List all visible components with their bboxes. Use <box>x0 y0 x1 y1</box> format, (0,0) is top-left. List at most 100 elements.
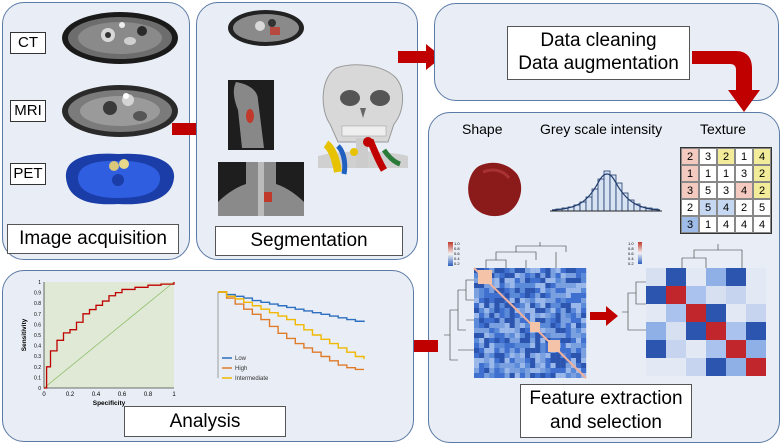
heatmap-cell <box>504 278 510 283</box>
heatmap-cell <box>555 268 561 273</box>
heatmap-cell <box>494 338 500 343</box>
heatmap-cell <box>565 278 571 283</box>
heatmap-cell <box>525 283 531 288</box>
heatmap-cell <box>666 268 686 286</box>
heatmap-cell <box>565 323 571 328</box>
heatmap-cell <box>530 353 536 358</box>
heatmap-cell <box>494 323 500 328</box>
heatmap-cell <box>570 308 576 313</box>
heatmap-cell <box>746 286 766 304</box>
heatmap-cell <box>576 358 582 363</box>
heatmap-cell <box>535 373 541 378</box>
heatmap-cell <box>479 368 485 373</box>
heatmap-cell <box>525 288 531 293</box>
heatmap-cell <box>479 363 485 368</box>
heatmap-cell <box>550 273 556 278</box>
heatmap-cell <box>560 348 566 353</box>
heatmap-cell <box>555 303 561 308</box>
segmentation-3d-skull-render <box>318 64 408 175</box>
heatmap-cell <box>545 333 551 338</box>
texture-matrix-cell: 2 <box>753 182 771 199</box>
heatmap-cell <box>514 328 520 333</box>
heatmap-cell <box>550 283 556 288</box>
heatmap-cell <box>504 288 510 293</box>
heatmap-cell <box>530 273 536 278</box>
heatmap-cell <box>646 268 666 286</box>
heatmap-cell <box>504 318 510 323</box>
roc-x-tick: 1 <box>172 392 176 398</box>
roc-y-tick: 0 <box>38 386 41 392</box>
feature-extraction-title: Feature extraction and selection <box>520 384 692 438</box>
heatmap-cell <box>474 373 480 378</box>
heatmap-cell <box>509 308 515 313</box>
heatmap-cell <box>581 333 587 338</box>
heatmap-cell <box>646 340 666 358</box>
heatmap-cell <box>479 288 485 293</box>
heatmap-cell <box>514 373 520 378</box>
ct-scan-image <box>62 12 178 64</box>
heatmap-cell <box>545 328 551 333</box>
heatmap-cell <box>474 288 480 293</box>
heatmap-cell <box>489 353 495 358</box>
heatmap-cell <box>581 273 587 278</box>
heatmap-cell <box>560 343 566 348</box>
heatmap1-scale-tick: 0.8 <box>454 246 460 251</box>
heatmap-cell <box>484 368 490 373</box>
heatmap-cell <box>525 328 531 333</box>
heatmap2-scale-tick: 0.6 <box>628 251 634 256</box>
heatmap-cell <box>535 343 541 348</box>
heatmap-cell <box>494 313 500 318</box>
heatmap-cell <box>545 318 551 323</box>
heatmap-cell <box>570 268 576 273</box>
heatmap-cell <box>514 358 520 363</box>
heatmap-cell <box>494 368 500 373</box>
roc-x-tick: 0.6 <box>118 392 127 398</box>
heatmap-cell <box>525 348 531 353</box>
heatmap-cell <box>489 298 495 303</box>
heatmap-cell <box>540 308 546 313</box>
feature-category-shape: Shape <box>462 121 503 137</box>
heatmap-cell <box>570 333 576 338</box>
heatmap-cell <box>489 338 495 343</box>
heatmap-cell <box>484 333 490 338</box>
heatmap-cell <box>509 333 515 338</box>
texture-matrix-cell: 2 <box>717 148 735 165</box>
heatmap-cell <box>576 363 582 368</box>
heatmap-cell <box>560 313 566 318</box>
heatmap-cell <box>565 308 571 313</box>
heatmap-cell <box>535 293 541 298</box>
heatmap-cell <box>686 304 706 322</box>
heatmap-cell <box>504 348 510 353</box>
heatmap-cell <box>560 288 566 293</box>
heatmap-cell <box>484 348 490 353</box>
heatmap-cell <box>504 373 510 378</box>
heatmap-cell <box>726 268 746 286</box>
heatmap-cell <box>570 358 576 363</box>
heatmap-cell <box>474 358 480 363</box>
heatmap-cell <box>509 363 515 368</box>
heatmap-cell <box>560 328 566 333</box>
heatmap-cell <box>494 333 500 338</box>
survival-curve-high <box>218 291 364 371</box>
heatmap-cell <box>581 303 587 308</box>
heatmap-cell <box>570 353 576 358</box>
heatmap-cell <box>535 278 541 283</box>
heatmap-cell <box>570 318 576 323</box>
heatmap1-scale: 1.0 0.8 0.6 0.4 0.2 <box>454 241 460 266</box>
heatmap-cell <box>555 328 561 333</box>
heatmap-cell <box>479 293 485 298</box>
heatmap-cell <box>484 283 490 288</box>
data-cleaning-line: Data cleaning <box>540 30 657 51</box>
heatmap-cell <box>519 363 525 368</box>
heatmap-cell <box>519 373 525 378</box>
heatmap-cell <box>474 348 480 353</box>
heatmap-cell <box>560 373 566 378</box>
heatmap-cell <box>514 303 520 308</box>
heatmap-cell <box>519 298 525 303</box>
heatmap-cell <box>484 313 490 318</box>
heatmap-cell <box>504 293 510 298</box>
modality-label-pet: PET <box>10 163 46 185</box>
heatmap-cell <box>576 273 582 278</box>
heatmap-cell <box>560 303 566 308</box>
heatmap-cell <box>706 358 726 376</box>
